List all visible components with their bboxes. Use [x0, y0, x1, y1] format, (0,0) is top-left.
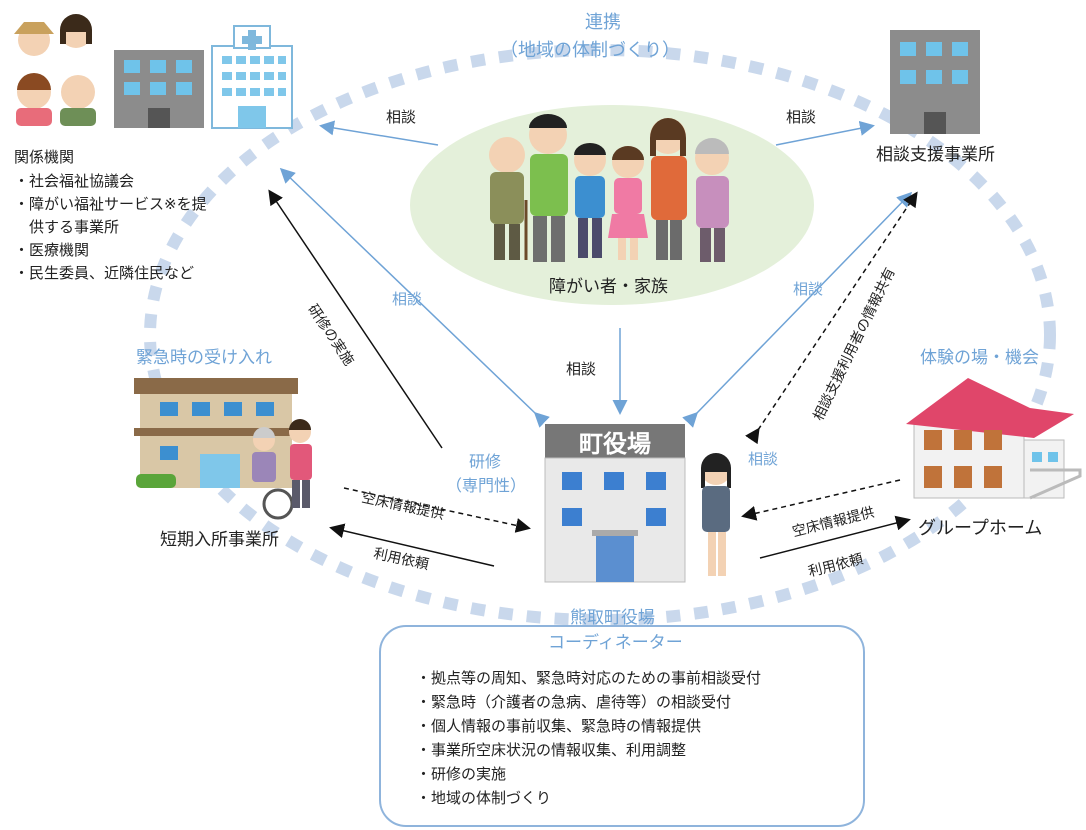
coordinator-duty: ・拠点等の周知、緊急時対応のための事前相談受付: [416, 669, 762, 687]
label-consult-center: 相談: [566, 360, 597, 378]
related-orgs-item: ・障がい福祉サービス※を提: [14, 195, 207, 213]
collaboration-ring: [144, 44, 1056, 626]
arrow-info-share: [745, 191, 918, 445]
townhall-sign: 町役場: [579, 430, 651, 458]
coordinator-title: 熊取町役場: [570, 608, 655, 628]
coordinator-duty: ・個人情報の事前収集、緊急時の情報提供: [416, 717, 702, 735]
related-orgs-title: 関係機関: [14, 148, 75, 166]
coordinator-subtitle: コーディネーター: [548, 633, 683, 653]
coordinator-duties: ・拠点等の周知、緊急時対応のための事前相談受付 ・緊急時（介護者の急病、虐待等）…: [416, 666, 761, 810]
arrow-vacancy-right: [741, 479, 901, 521]
related-orgs-item: ・社会福祉協議会: [14, 172, 135, 190]
short-stay-building: [134, 378, 312, 520]
short-stay-label: 短期入所事業所: [160, 530, 279, 550]
collaboration-title: 連携: [585, 12, 621, 33]
related-orgs-item: 供する事業所: [14, 218, 120, 236]
label-consult-left-blue: 相談: [392, 290, 423, 308]
coordinator-box: [379, 625, 865, 827]
label-consult-right: 相談: [786, 108, 817, 126]
label-consult-townhall-right: 相談: [748, 450, 779, 468]
arrow-request-left: [329, 523, 495, 567]
coordinator-duty: ・緊急時（介護者の急病、虐待等）の相談受付: [416, 693, 732, 711]
emergency-label: 緊急時の受け入れ: [136, 348, 272, 368]
arrow-training-to-related-orgs: [268, 189, 443, 449]
label-training-line2: （専門性）: [446, 476, 527, 495]
arrow-family-to-consult-office: [775, 120, 875, 146]
related-orgs-illustration: [14, 14, 293, 129]
related-orgs-item: ・医療機関: [14, 241, 90, 259]
label-consult-left: 相談: [386, 108, 417, 126]
coordinator-duty: ・地域の体制づくり: [416, 789, 552, 807]
arrow-request-right: [759, 515, 911, 559]
arrow-townhall-to-related-orgs: [279, 167, 550, 428]
consultation-office-building: [890, 30, 980, 134]
arrow-vacancy-left: [343, 487, 531, 533]
label-training-line1: 研修: [469, 452, 502, 471]
townhall-building: [544, 424, 686, 583]
family-label: 障がい者・家族: [549, 277, 668, 297]
experience-label: 体験の場・機会: [920, 348, 1039, 368]
consultation-office-label: 相談支援事業所: [876, 145, 995, 165]
group-home-building: [906, 378, 1082, 500]
label-consult-right-blue: 相談: [793, 280, 824, 298]
coordinator-illustration: [701, 453, 731, 576]
related-orgs-list: ・社会福祉協議会 ・障がい福祉サービス※を提 供する事業所 ・医療機関 ・民生委…: [14, 170, 207, 285]
collaboration-subtitle: （地域の体制づくり）: [500, 40, 680, 61]
related-orgs-item: ・民生委員、近隣住民など: [14, 264, 195, 282]
arrow-family-to-related-orgs: [319, 120, 439, 146]
coordinator-duty: ・事業所空床状況の情報収集、利用調整: [416, 741, 687, 759]
group-home-label: グループホーム: [918, 518, 1043, 539]
coordinator-duty: ・研修の実施: [416, 765, 507, 783]
